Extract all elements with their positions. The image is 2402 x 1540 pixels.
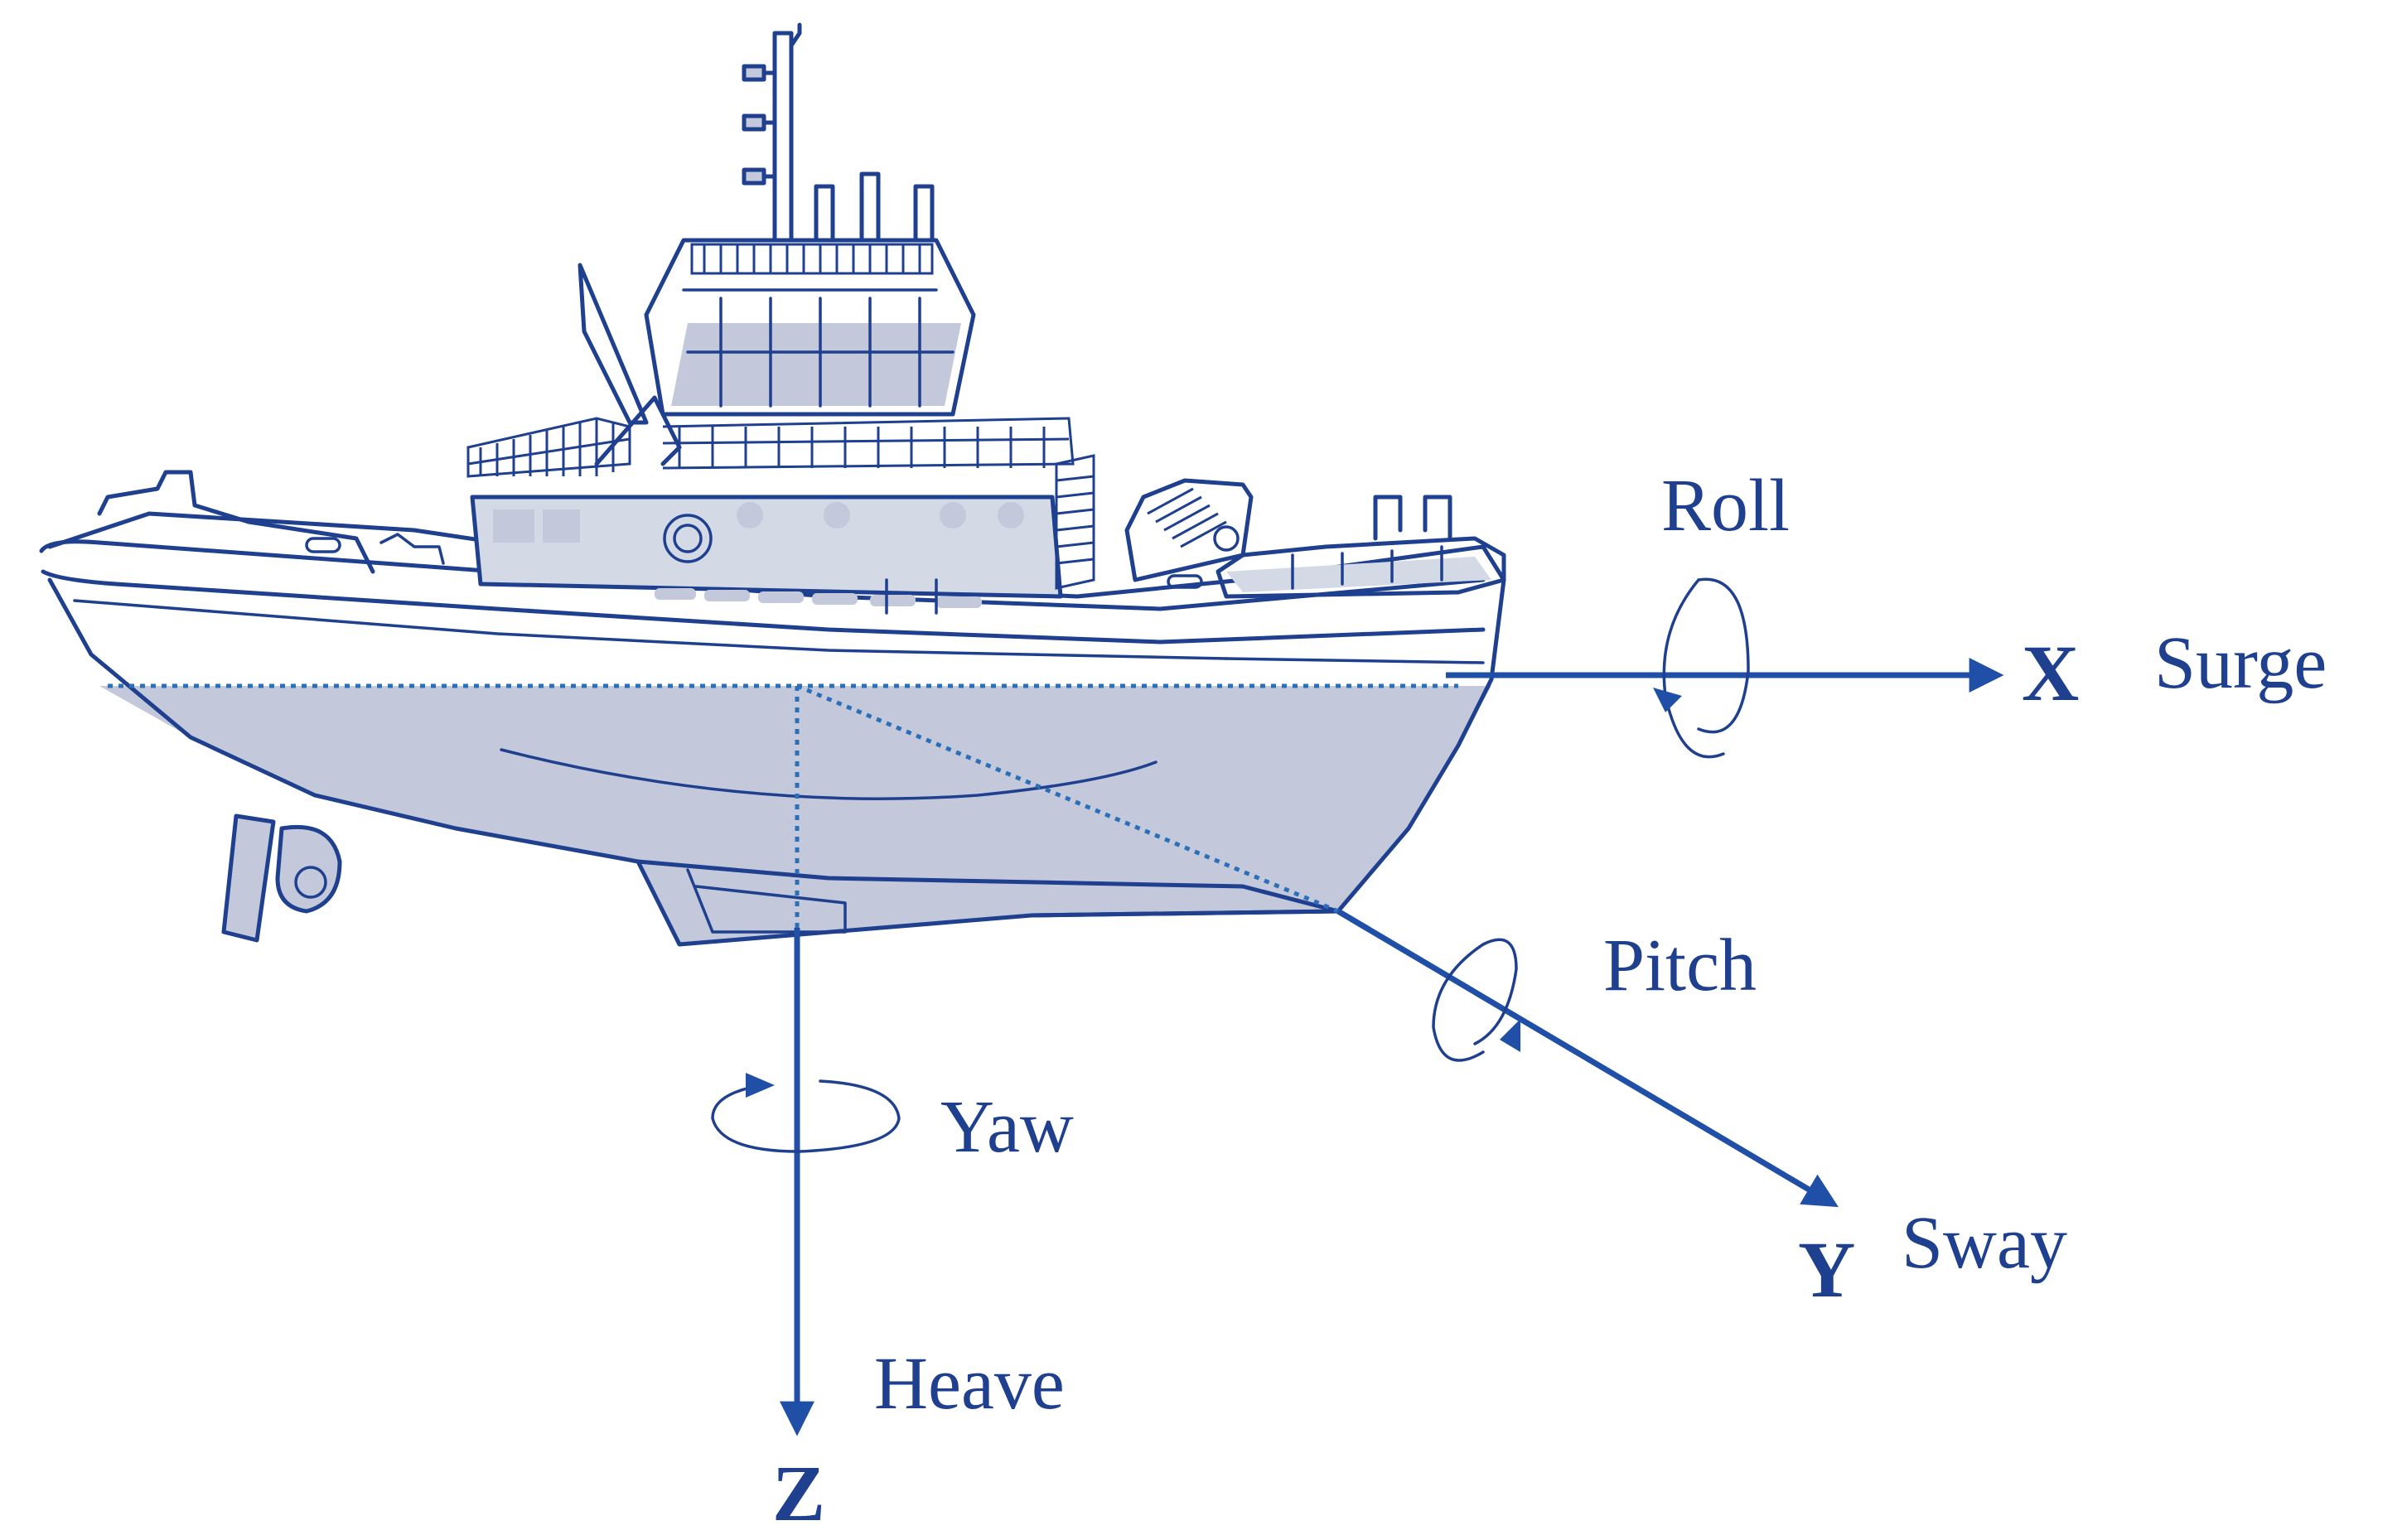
axis-z: Z Heave Yaw bbox=[711, 928, 1074, 1538]
sway-label: Sway bbox=[1902, 1202, 2067, 1284]
heave-label: Heave bbox=[874, 1343, 1065, 1425]
tugboat-illustration bbox=[39, 22, 1506, 947]
reference-lines bbox=[108, 683, 1458, 928]
yaw-label: Yaw bbox=[940, 1086, 1074, 1168]
rotation-arrow-icon bbox=[1662, 577, 1750, 759]
rotation-arrow-icon bbox=[711, 1079, 901, 1153]
hull-outline bbox=[47, 511, 1506, 914]
rotation-arrow-icon bbox=[1432, 938, 1518, 1062]
aft-winch bbox=[1124, 478, 1506, 599]
wheelhouse bbox=[644, 238, 976, 417]
roll-label: Roll bbox=[1661, 465, 1790, 547]
axis-y-letter: Y bbox=[1798, 1225, 1855, 1314]
mast bbox=[742, 22, 935, 243]
axis-arrow-icon bbox=[1336, 908, 1839, 1208]
axis-x: X Surge Roll bbox=[1446, 465, 2327, 759]
surge-label: Surge bbox=[2154, 622, 2327, 704]
propeller-assembly bbox=[221, 813, 342, 943]
axis-z-letter: Z bbox=[772, 1449, 825, 1538]
pitch-label: Pitch bbox=[1603, 924, 1757, 1007]
axis-y: Y Sway Pitch bbox=[1336, 908, 2067, 1314]
hull-side-curve bbox=[500, 748, 1158, 800]
deckhouse bbox=[466, 417, 1095, 615]
axis-x-letter: X bbox=[2022, 629, 2079, 717]
